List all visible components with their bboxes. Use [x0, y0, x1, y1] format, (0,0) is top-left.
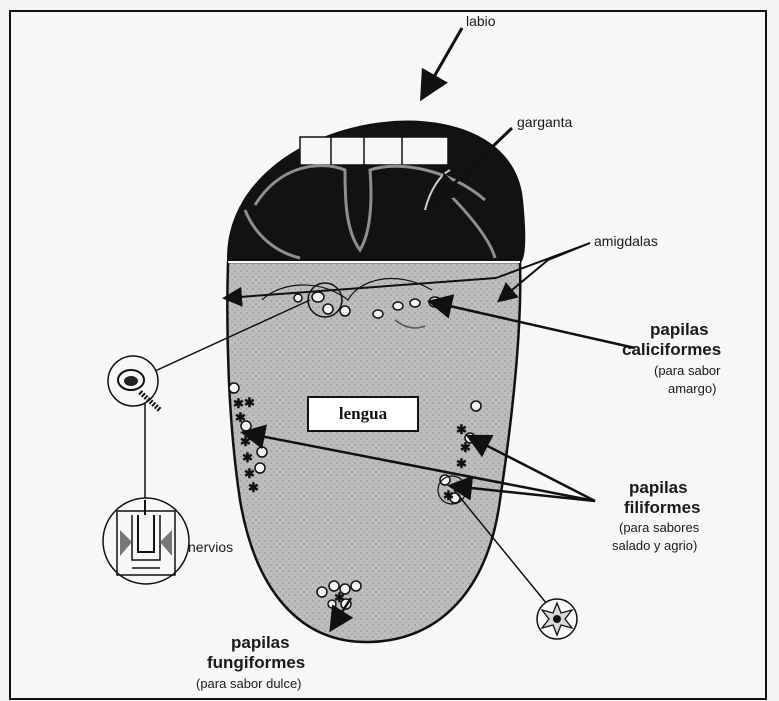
mouth: [228, 122, 524, 262]
label-caliciformes-line1: papilas: [650, 320, 709, 340]
label-filiformes-line2: filiformes: [624, 498, 701, 518]
svg-text:✱: ✱: [244, 466, 255, 481]
caliciform-inset: [108, 356, 160, 410]
label-fungiformes-line2: fungiformes: [207, 653, 305, 673]
label-filiformes-sub2: salado y agrio): [612, 538, 697, 553]
label-fungiformes-line1: papilas: [231, 633, 290, 653]
label-nervios: nervios: [188, 539, 233, 555]
label-caliciformes-sub1: (para sabor: [654, 363, 720, 378]
svg-text:✱: ✱: [240, 434, 251, 449]
svg-text:✱: ✱: [334, 590, 345, 605]
svg-text:✱: ✱: [443, 488, 454, 503]
label-caliciformes-sub2: amargo): [668, 381, 716, 396]
tongue: [227, 262, 520, 642]
svg-text:✱: ✱: [233, 396, 244, 411]
svg-text:✱: ✱: [248, 480, 259, 495]
label-fungiformes-sub1: (para sabor dulce): [196, 676, 302, 691]
label-filiformes-sub1: (para sabores: [619, 520, 699, 535]
nerve-inset: [103, 498, 189, 584]
fungiform-inset: [537, 599, 577, 639]
label-lengua: lengua: [307, 396, 419, 432]
svg-text:✱: ✱: [456, 422, 467, 437]
label-caliciformes-line2: caliciformes: [622, 340, 721, 360]
label-filiformes-line1: papilas: [629, 478, 688, 498]
label-labio: labio: [466, 13, 496, 29]
teeth: [300, 137, 448, 165]
label-garganta: garganta: [517, 114, 572, 130]
svg-text:✱: ✱: [242, 450, 253, 465]
svg-text:✱: ✱: [460, 440, 471, 455]
svg-text:✱: ✱: [244, 395, 255, 410]
svg-text:✱: ✱: [235, 410, 246, 425]
label-amigdalas: amigdalas: [594, 233, 658, 249]
svg-text:✱: ✱: [456, 456, 467, 471]
